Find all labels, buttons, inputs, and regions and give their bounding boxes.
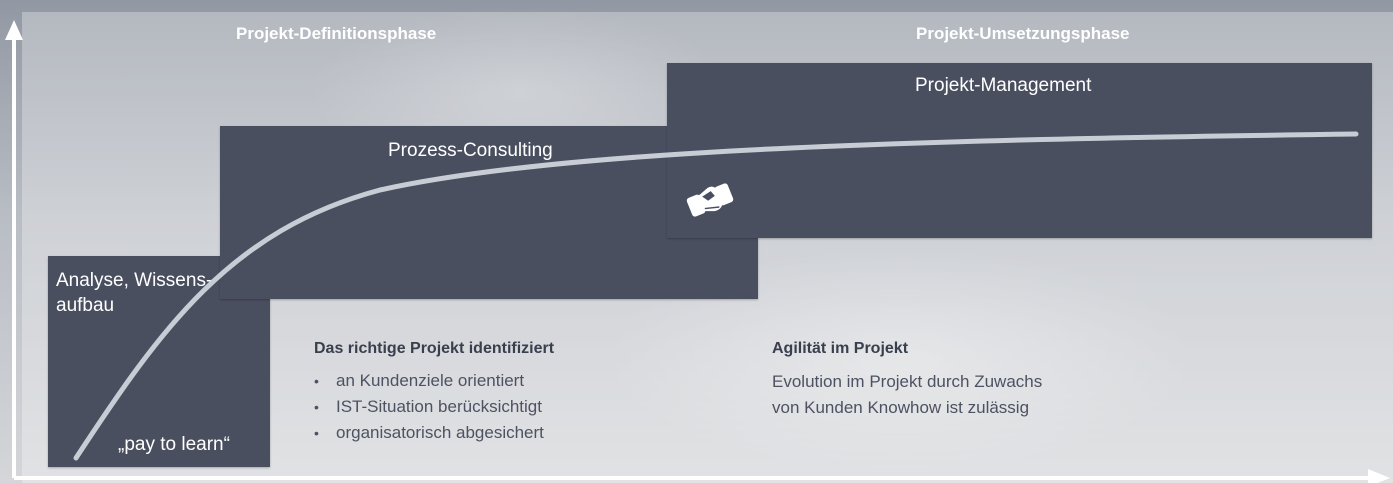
right-info-title: Agilität im Projekt [772,340,909,357]
phase-title-implementation: Projekt-Umsetzungsphase [916,24,1130,43]
left-info-bullets: an Kundenziele orientiert IST-Situation … [314,368,544,446]
process-consulting-label: Prozess-Consulting [388,140,553,161]
bullet-item: IST-Situation berücksichtigt [314,394,544,420]
handshake-icon [686,183,734,217]
analysis-label-line1: Analyse, Wissens- [56,270,213,291]
right-info-text: Evolution im Projekt durch Zuwachs von K… [772,369,1042,421]
analysis-label: Analyse, Wissens- aufbau [56,268,212,318]
y-axis [5,20,23,478]
pay-to-learn-label: „pay to learn“ [118,434,230,455]
right-info-line2: von Kunden Knowhow ist zulässig [772,398,1030,417]
project-management-label: Projekt-Management [915,75,1092,96]
phase-title-definition: Projekt-Definitionsphase [236,24,437,43]
right-info-line1: Evolution im Projekt durch Zuwachs [772,372,1043,391]
x-axis [14,469,1390,483]
growth-curve [73,131,1359,461]
left-info-title: Das richtige Projekt identifiziert [314,340,555,357]
bullet-item: an Kundenziele orientiert [314,368,544,394]
bullet-item: organisatorisch abgesichert [314,420,544,446]
analysis-label-line2: aufbau [56,295,115,316]
